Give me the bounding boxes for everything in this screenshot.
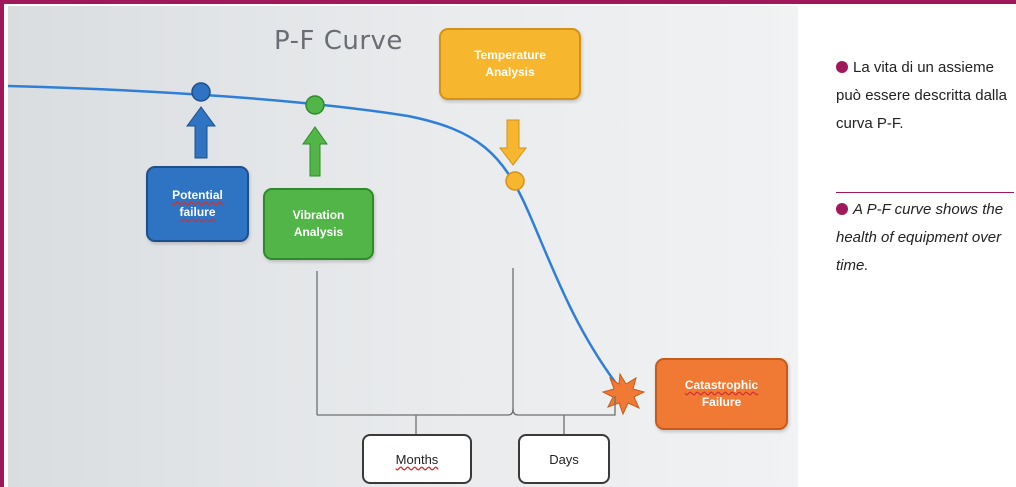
temperature-analysis-arrow <box>498 119 528 166</box>
potential-failure-label-1: Potential <box>172 188 223 202</box>
caption-english: A P-F curve shows the health of equipmen… <box>836 196 1012 280</box>
diagram-graphics <box>8 82 646 434</box>
vibration-analysis-label-2: Analysis <box>293 225 344 239</box>
caption-english-text: A P-F curve shows the health of equipmen… <box>836 201 1004 274</box>
vibration-analysis-arrow <box>302 126 328 177</box>
pf-curve-line <box>8 84 620 387</box>
potential-failure-arrow <box>186 106 216 159</box>
days-box: Days <box>518 434 610 484</box>
interval-brackets <box>316 268 616 434</box>
caption-italian-text: La vita di un assieme può essere descrit… <box>836 59 1007 132</box>
left-rule <box>0 0 4 487</box>
potential-failure-label-2: failure <box>179 205 216 219</box>
temperature-analysis-label-2: Analysis <box>485 65 535 79</box>
caption-bullet-icon <box>836 61 848 73</box>
catastrophic-failure-label-2: Failure <box>701 395 742 409</box>
months-box: Months <box>362 434 472 484</box>
caption-bullet-icon <box>836 203 848 215</box>
top-rule <box>0 0 1016 4</box>
catastrophic-burst-icon <box>601 372 646 416</box>
diagram-title: P-F Curve <box>274 26 403 56</box>
temperature-analysis-box: Temperature Analysis <box>439 28 581 100</box>
potential-failure-box: Potential failure <box>146 166 249 242</box>
potential-failure-point <box>191 82 211 102</box>
catastrophic-failure-box: Catastrophic Failure <box>655 358 788 430</box>
temperature-analysis-point <box>505 171 525 191</box>
temperature-analysis-label-1: Temperature <box>474 48 546 62</box>
catastrophic-failure-label-1: Catastrophic <box>684 378 759 392</box>
vibration-analysis-point <box>305 95 325 115</box>
days-label: Days <box>549 451 579 467</box>
months-label: Months <box>395 451 439 467</box>
vibration-analysis-box: Vibration Analysis <box>263 188 374 260</box>
caption-italian: La vita di un assieme può essere descrit… <box>836 54 1012 138</box>
caption-separator <box>836 192 1014 193</box>
vibration-analysis-label-1: Vibration <box>292 208 345 222</box>
pf-curve-diagram: P-F Curve Potential failure Vibration An… <box>8 6 798 487</box>
